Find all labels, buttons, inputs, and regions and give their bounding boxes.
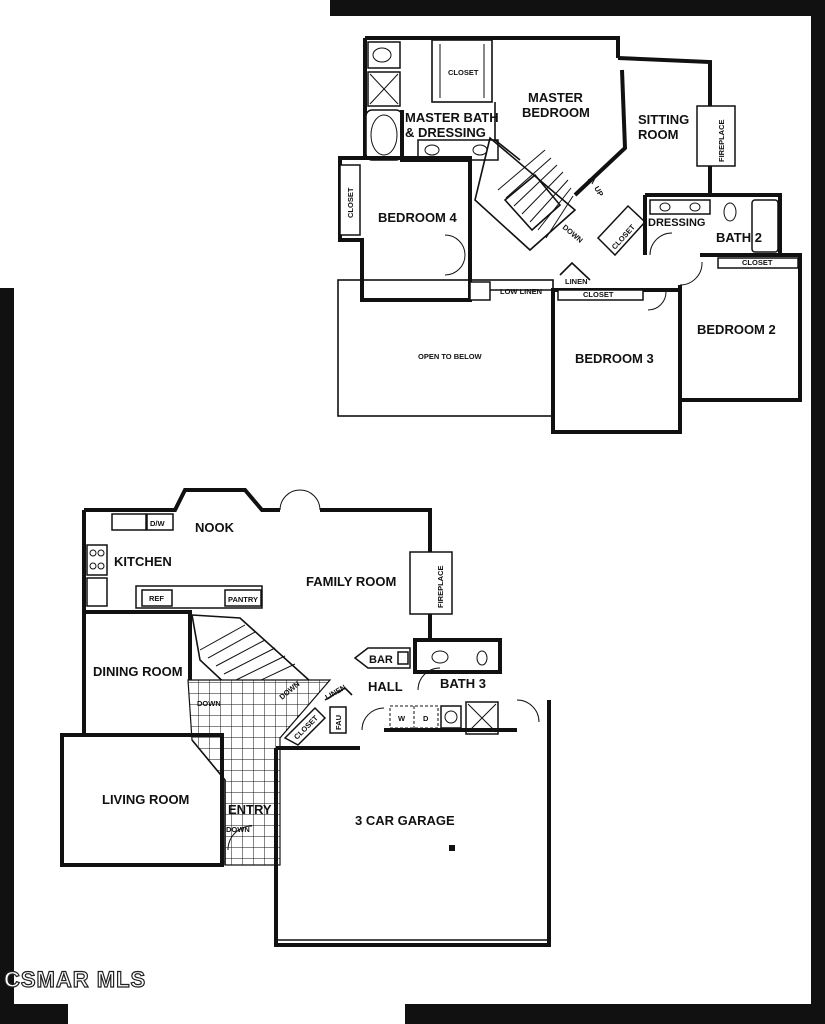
closet-label: CLOSET: [742, 258, 773, 267]
upper-floor-plan: [337, 36, 802, 434]
washer-label: W: [398, 714, 406, 723]
bath3-label: BATH 3: [440, 676, 486, 691]
dishwasher-label: D/W: [150, 519, 166, 528]
hall-label: HALL: [368, 679, 403, 694]
nook-label: NOOK: [195, 520, 235, 535]
linen-label: LINEN: [324, 683, 348, 702]
closet-label: CLOSET: [583, 290, 614, 299]
living-room-label: LIVING ROOM: [102, 792, 189, 807]
family-room-label: FAMILY ROOM: [306, 574, 396, 589]
closet-label: CLOSET: [448, 68, 479, 77]
lower-floor-labels: D/W NOOK KITCHEN FAMILY ROOM FIREPLACE R…: [93, 519, 486, 834]
fireplace-label: FIREPLACE: [436, 565, 445, 608]
sitting-room-label-line2: ROOM: [638, 127, 678, 142]
pantry-label: PANTRY: [228, 595, 258, 604]
bar-label: BAR: [369, 654, 393, 666]
open-to-below-label: OPEN TO BELOW: [418, 352, 483, 361]
mls-watermark: CSMAR MLS: [4, 967, 146, 992]
garage-label: 3 CAR GARAGE: [355, 813, 455, 828]
dining-room-label: DINING ROOM: [93, 664, 183, 679]
dressing-label: DRESSING: [648, 217, 705, 229]
kitchen-label: KITCHEN: [114, 554, 172, 569]
closet-label: CLOSET: [346, 187, 355, 218]
master-bedroom-label: MASTER: [528, 90, 584, 105]
fireplace-label: FIREPLACE: [717, 119, 726, 162]
master-bedroom-label-line2: BEDROOM: [522, 105, 590, 120]
bath2-label: BATH 2: [716, 230, 762, 245]
stairs-down-label: DOWN: [561, 223, 585, 245]
lower-floor-plan: [60, 488, 551, 947]
entry-label: ENTRY: [228, 802, 272, 817]
stairs-up-label: UP: [592, 185, 605, 199]
sitting-room-label: SITTING: [638, 112, 689, 127]
furnace-label: FAU: [334, 715, 343, 730]
master-bath-label-line2: & DRESSING: [405, 125, 486, 140]
linen-label: LINEN: [565, 277, 588, 286]
bedroom3-label: BEDROOM 3: [575, 351, 654, 366]
bedroom4-label: BEDROOM 4: [378, 210, 458, 225]
dryer-label: D: [423, 714, 429, 723]
refrigerator-label: REF: [149, 594, 164, 603]
bedroom2-label: BEDROOM 2: [697, 322, 776, 337]
low-linen-label: LOW LINEN: [500, 287, 542, 296]
stairs-down-label: DOWN: [226, 825, 250, 834]
stairs-down-label: DOWN: [197, 699, 221, 708]
master-bath-label: MASTER BATH: [405, 110, 499, 125]
